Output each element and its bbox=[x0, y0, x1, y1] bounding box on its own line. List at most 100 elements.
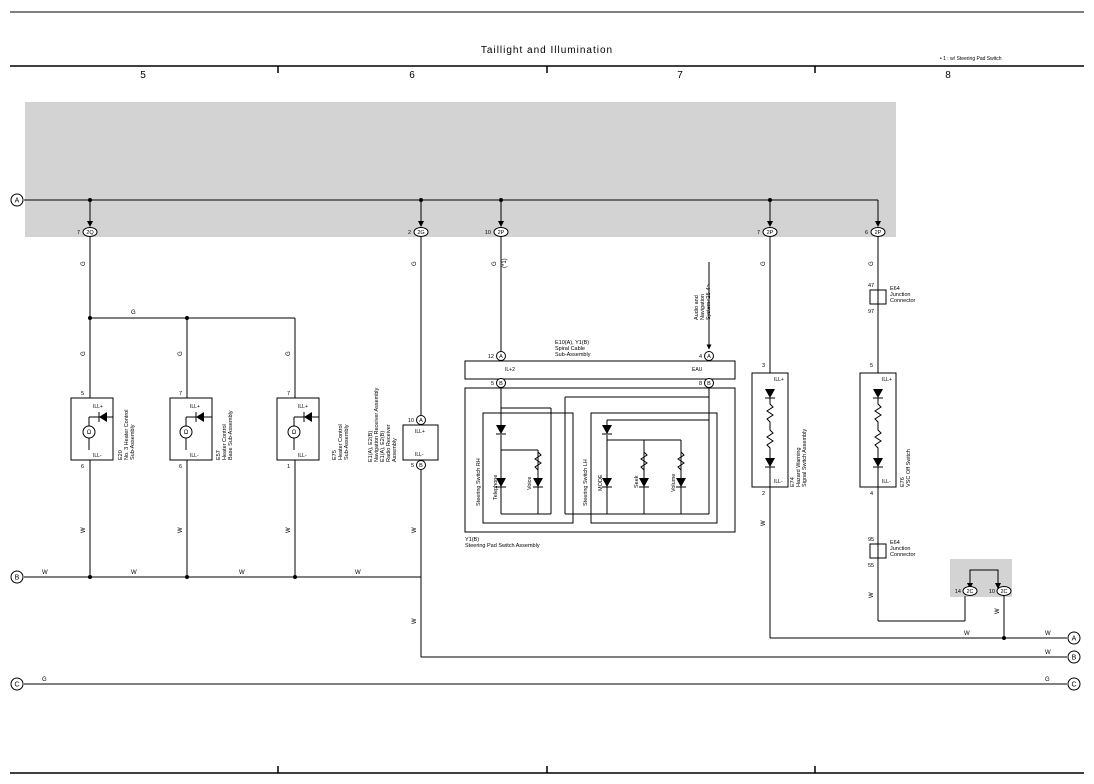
svg-text:7: 7 bbox=[757, 230, 760, 236]
svg-text:G: G bbox=[412, 261, 418, 266]
svg-text:2Q: 2Q bbox=[86, 230, 94, 236]
svg-text:5: 5 bbox=[491, 381, 494, 387]
svg-text:B: B bbox=[1072, 655, 1077, 662]
svg-text:4: 4 bbox=[870, 491, 873, 497]
svg-text:6: 6 bbox=[179, 464, 182, 470]
svg-text:W: W bbox=[412, 618, 418, 624]
svg-text:ILL-: ILL- bbox=[190, 453, 199, 459]
svg-text:Assembly: Assembly bbox=[392, 438, 398, 462]
led-diodes bbox=[496, 425, 686, 488]
svg-text:ILL-: ILL- bbox=[415, 452, 424, 458]
svg-text:MODE: MODE bbox=[598, 474, 604, 491]
svg-text:G: G bbox=[131, 310, 136, 316]
svg-text:4: 4 bbox=[699, 354, 702, 360]
svg-text:W: W bbox=[286, 527, 292, 533]
svg-text:G: G bbox=[492, 261, 498, 266]
svg-text:A: A bbox=[499, 354, 503, 360]
svg-text:ILL-: ILL- bbox=[882, 479, 891, 485]
svg-text:E64: E64 bbox=[890, 540, 900, 546]
svg-text:2P: 2P bbox=[767, 230, 774, 236]
svg-text:G: G bbox=[869, 261, 875, 266]
svg-text:E10(A), Y1(B): E10(A), Y1(B) bbox=[555, 340, 589, 346]
svg-text:W: W bbox=[239, 570, 245, 576]
svg-text:Navigation Receiver Assembly: Navigation Receiver Assembly bbox=[374, 387, 380, 462]
svg-text:Spiral Cable: Spiral Cable bbox=[555, 346, 585, 352]
svg-text:EAU: EAU bbox=[692, 367, 703, 373]
column-number: 8 bbox=[945, 70, 951, 81]
svg-text:Navigation: Navigation bbox=[700, 294, 706, 320]
svg-text:Ω: Ω bbox=[292, 430, 297, 436]
svg-text:G: G bbox=[761, 261, 767, 266]
svg-text:W: W bbox=[178, 527, 184, 533]
svg-text:97: 97 bbox=[868, 309, 874, 315]
svg-text:Ω: Ω bbox=[87, 430, 92, 436]
svg-text:Heater Control: Heater Control bbox=[338, 424, 344, 460]
svg-text:2C: 2C bbox=[966, 589, 973, 595]
svg-text:W: W bbox=[1045, 631, 1051, 637]
svg-text:W: W bbox=[1045, 650, 1051, 656]
svg-text:(*1): (*1) bbox=[502, 258, 508, 268]
e57-heater-control-base: Ω ILL+ ILL- 7 6 E57 Heater Control Base … bbox=[169, 391, 234, 470]
svg-text:W: W bbox=[964, 631, 970, 637]
svg-text:ILL+: ILL+ bbox=[415, 429, 425, 435]
svg-text:Y1(B): Y1(B) bbox=[465, 537, 479, 543]
svg-text:6: 6 bbox=[81, 464, 84, 470]
svg-text:7: 7 bbox=[179, 391, 182, 397]
svg-text:2G: 2G bbox=[417, 230, 424, 236]
e20-heater-control: Ω ILL+ ILL- 5 6 E20 No. 3 Heater Control… bbox=[70, 391, 136, 470]
svg-text:ILL+: ILL+ bbox=[882, 377, 892, 383]
shaded-region bbox=[25, 102, 896, 237]
svg-text:G: G bbox=[81, 351, 87, 356]
navigation-radio-receiver: ILL+ ILL- A B 10 5 E1(A), E2(B) Navigati… bbox=[368, 387, 439, 470]
svg-text:B: B bbox=[419, 463, 423, 469]
svg-text:Connector: Connector bbox=[890, 552, 916, 558]
svg-text:E64: E64 bbox=[890, 286, 900, 292]
svg-text:E76: E76 bbox=[900, 477, 906, 487]
svg-text:Seek: Seek bbox=[634, 475, 640, 488]
svg-text:2: 2 bbox=[408, 230, 411, 236]
svg-text:W: W bbox=[995, 608, 1001, 614]
svg-text:E20: E20 bbox=[118, 450, 124, 460]
svg-text:C: C bbox=[14, 682, 19, 689]
svg-text:E1(A), E2(B): E1(A), E2(B) bbox=[380, 431, 386, 462]
column-number: 6 bbox=[409, 70, 415, 81]
svg-text:B: B bbox=[499, 381, 503, 387]
svg-text:5: 5 bbox=[411, 463, 414, 469]
svg-text:5: 5 bbox=[81, 391, 84, 397]
svg-text:W: W bbox=[412, 527, 418, 533]
bus-connectors: A B C A B C bbox=[10, 193, 1081, 691]
svg-text:G: G bbox=[1045, 677, 1050, 683]
svg-text:IL+2: IL+2 bbox=[505, 367, 515, 373]
svg-text:Ω: Ω bbox=[184, 430, 189, 436]
wire-color-labels: G G G (*1) G G G G G G W W W W W W W W W… bbox=[42, 258, 1051, 683]
svg-text:10: 10 bbox=[485, 230, 491, 236]
svg-text:W: W bbox=[869, 592, 875, 598]
svg-text:Radio Receiver: Radio Receiver bbox=[386, 424, 392, 462]
svg-text:95: 95 bbox=[868, 537, 874, 543]
svg-text:55: 55 bbox=[868, 563, 874, 569]
svg-text:G: G bbox=[81, 261, 87, 266]
svg-text:ILL+: ILL+ bbox=[298, 404, 308, 410]
svg-text:Sub-Assembly: Sub-Assembly bbox=[344, 424, 350, 460]
header: Taillight and Illumination • 1 : w/ Stee… bbox=[10, 11, 1084, 81]
svg-text:Steering Pad Switch Assembly: Steering Pad Switch Assembly bbox=[465, 543, 540, 549]
svg-text:Junction: Junction bbox=[890, 546, 911, 552]
steering-pad-switch-assembly: Steering Switch RH Steering Switch LH Te… bbox=[464, 387, 736, 549]
svg-text:A: A bbox=[15, 198, 20, 205]
svg-text:10: 10 bbox=[408, 418, 414, 424]
svg-text:ILL+: ILL+ bbox=[774, 377, 784, 383]
svg-text:No. 3 Heater Control: No. 3 Heater Control bbox=[124, 410, 130, 460]
svg-text:Volume: Volume bbox=[671, 474, 677, 492]
bus-c-right: C bbox=[1067, 677, 1081, 691]
svg-text:ILL+: ILL+ bbox=[93, 404, 103, 410]
svg-text:A: A bbox=[419, 418, 423, 424]
e64-junction-connector-bottom: 95 55 E64 Junction Connector bbox=[868, 537, 916, 569]
svg-text:Sub-Assembly: Sub-Assembly bbox=[555, 352, 591, 358]
wires bbox=[24, 199, 1067, 685]
svg-text:2P: 2P bbox=[498, 230, 505, 236]
svg-text:Hazard Warning: Hazard Warning bbox=[796, 447, 802, 487]
svg-text:W: W bbox=[761, 520, 767, 526]
svg-text:E57: E57 bbox=[216, 450, 222, 460]
bus-c-left: C bbox=[10, 677, 24, 691]
